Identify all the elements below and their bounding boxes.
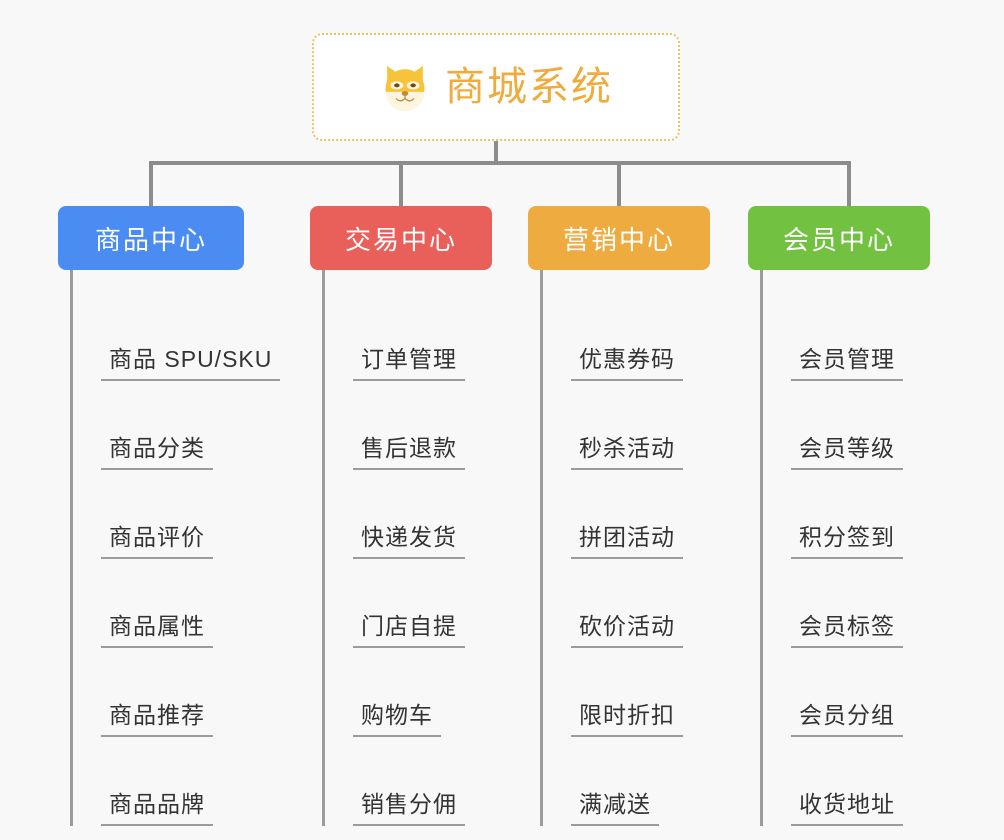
column-marketing-center: 营销中心 优惠券码 秒杀活动 拼团活动 砍价活动 限时折扣 满减送 <box>528 206 710 826</box>
dog-face-icon <box>385 65 425 112</box>
list-item[interactable]: 积分签到 <box>763 470 930 559</box>
list-item[interactable]: 会员管理 <box>763 292 930 381</box>
leaf-label: 会员等级 <box>791 435 903 470</box>
connector-bus <box>149 161 851 165</box>
leaf-list-marketing-center: 优惠券码 秒杀活动 拼团活动 砍价活动 限时折扣 满减送 <box>540 270 710 826</box>
leaf-label: 快递发货 <box>353 524 465 559</box>
leaf-label: 拼团活动 <box>571 524 683 559</box>
category-label: 交易中心 <box>344 224 457 255</box>
list-item[interactable]: 会员标签 <box>763 559 930 648</box>
leaf-label: 会员分组 <box>791 702 903 737</box>
leaf-label: 订单管理 <box>353 346 465 381</box>
list-item[interactable]: 限时折扣 <box>543 648 710 737</box>
leaf-label: 秒杀活动 <box>571 435 683 470</box>
leaf-label: 售后退款 <box>353 435 465 470</box>
leaf-label: 购物车 <box>353 702 441 737</box>
list-item[interactable]: 商品评价 <box>73 470 244 559</box>
leaf-label: 限时折扣 <box>571 702 683 737</box>
connector-drop-1 <box>149 161 153 206</box>
list-item[interactable]: 快递发货 <box>325 470 492 559</box>
list-item[interactable]: 销售分佣 <box>325 737 492 826</box>
leaf-list-trade-center: 订单管理 售后退款 快递发货 门店自提 购物车 销售分佣 <box>322 270 492 826</box>
list-item[interactable]: 商品分类 <box>73 381 244 470</box>
root-node[interactable]: 商城系统 <box>312 33 680 141</box>
list-item[interactable]: 拼团活动 <box>543 470 710 559</box>
category-header-trade-center[interactable]: 交易中心 <box>310 206 492 270</box>
leaf-label: 优惠券码 <box>571 346 683 381</box>
category-header-marketing-center[interactable]: 营销中心 <box>528 206 710 270</box>
connector-drop-4 <box>847 161 851 206</box>
category-header-member-center[interactable]: 会员中心 <box>748 206 930 270</box>
list-item[interactable]: 商品 SPU/SKU <box>73 292 281 381</box>
leaf-label: 商品评价 <box>101 524 213 559</box>
column-member-center: 会员中心 会员管理 会员等级 积分签到 会员标签 会员分组 收货地址 <box>748 206 930 826</box>
list-item[interactable]: 订单管理 <box>325 292 492 381</box>
leaf-label: 商品推荐 <box>101 702 213 737</box>
column-trade-center: 交易中心 订单管理 售后退款 快递发货 门店自提 购物车 销售分佣 <box>310 206 492 826</box>
list-item[interactable]: 收货地址 <box>763 737 930 826</box>
connector-drop-3 <box>617 161 621 206</box>
leaf-label: 会员标签 <box>791 613 903 648</box>
leaf-label: 积分签到 <box>791 524 903 559</box>
leaf-label: 会员管理 <box>791 346 903 381</box>
list-item[interactable]: 售后退款 <box>325 381 492 470</box>
category-label: 营销中心 <box>562 224 675 255</box>
list-item[interactable]: 会员分组 <box>763 648 930 737</box>
leaf-label: 商品属性 <box>101 613 213 648</box>
list-item[interactable]: 满减送 <box>543 737 710 826</box>
list-item[interactable]: 优惠券码 <box>543 292 710 381</box>
connector-drop-2 <box>399 161 403 206</box>
list-item[interactable]: 门店自提 <box>325 559 492 648</box>
category-label: 会员中心 <box>782 224 895 255</box>
list-item[interactable]: 秒杀活动 <box>543 381 710 470</box>
leaf-label: 商品分类 <box>101 435 213 470</box>
connector-stem <box>494 141 498 163</box>
list-item[interactable]: 商品属性 <box>73 559 244 648</box>
leaf-list-product-center: 商品 SPU/SKU 商品分类 商品评价 商品属性 商品推荐 商品品牌 <box>70 270 281 826</box>
leaf-list-member-center: 会员管理 会员等级 积分签到 会员标签 会员分组 收货地址 <box>760 270 930 826</box>
leaf-label: 商品品牌 <box>101 791 213 826</box>
leaf-label: 商品 SPU/SKU <box>101 346 281 381</box>
leaf-label: 砍价活动 <box>571 613 683 648</box>
category-label: 商品中心 <box>94 224 207 255</box>
category-header-product-center[interactable]: 商品中心 <box>58 206 244 270</box>
leaf-label: 销售分佣 <box>353 791 465 826</box>
list-item[interactable]: 商品推荐 <box>73 648 244 737</box>
list-item[interactable]: 购物车 <box>325 648 492 737</box>
root-title: 商城系统 <box>445 65 613 109</box>
list-item[interactable]: 商品品牌 <box>73 737 244 826</box>
leaf-label: 收货地址 <box>791 791 903 826</box>
list-item[interactable]: 会员等级 <box>763 381 930 470</box>
column-product-center: 商品中心 商品 SPU/SKU 商品分类 商品评价 商品属性 商品推荐 商品品牌 <box>58 206 281 826</box>
leaf-label: 门店自提 <box>353 613 465 648</box>
leaf-label: 满减送 <box>571 791 659 826</box>
list-item[interactable]: 砍价活动 <box>543 559 710 648</box>
